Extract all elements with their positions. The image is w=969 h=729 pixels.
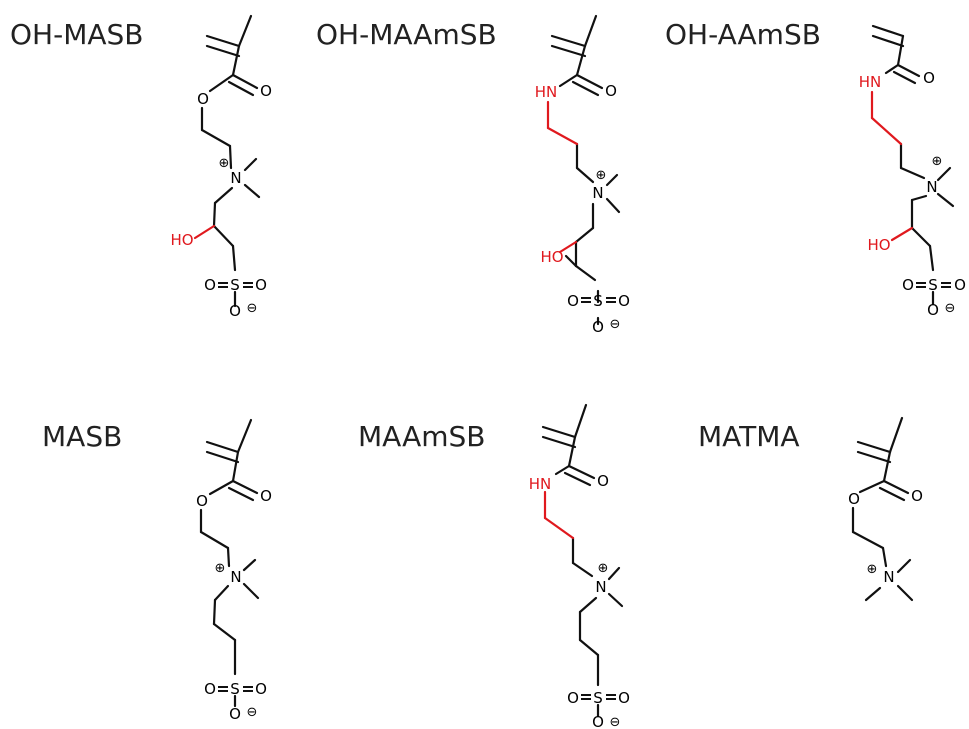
ammonium-nitrogen-label: N: [592, 184, 603, 202]
ammonium-nitrogen-label: N: [883, 568, 894, 586]
sulfonate-oxygen-bottom-label: O: [229, 705, 241, 723]
negative-charge-icon: ⊖: [247, 705, 258, 720]
sulfonate-oxygen-right-label: O: [255, 276, 267, 294]
hydroxyl-bond: [193, 224, 216, 240]
amide-nh-label: HN: [859, 73, 882, 91]
carbonyl-oxygen-label: O: [923, 69, 935, 87]
molecule-oh-masb: OH-MASB O O N ⊕: [10, 14, 272, 320]
sulfonate-oxygen-bottom-label: O: [229, 302, 241, 320]
ester-oxygen-label: O: [848, 490, 860, 508]
positive-charge-icon: ⊕: [932, 154, 943, 169]
carbonyl-oxygen-label: O: [911, 487, 923, 505]
carbonyl-oxygen-label: O: [260, 82, 272, 100]
ammonium-nitrogen-label: N: [926, 178, 937, 196]
sulfonate-oxygen-left-label: O: [567, 292, 579, 310]
ester-oxygen-label: O: [197, 90, 209, 108]
amide-nh-label: HN: [535, 83, 558, 101]
molecule-masb: MASB O O N ⊕ S: [42, 418, 272, 723]
sulfur-label: S: [230, 276, 240, 294]
sulfur-label: S: [928, 276, 938, 294]
sulfonate-oxygen-left-label: O: [204, 276, 216, 294]
negative-charge-icon: ⊖: [610, 317, 621, 332]
amide-bonds: [546, 100, 579, 268]
molecule-name: MAAmSB: [358, 420, 486, 453]
amide-bonds: [543, 490, 575, 540]
hydroxyl-label: HO: [540, 248, 563, 266]
sulfonate-oxygen-right-label: O: [618, 292, 630, 310]
ester-oxygen-label: O: [196, 492, 208, 510]
ammonium-nitrogen-label: N: [230, 568, 241, 586]
positive-charge-icon: ⊕: [219, 156, 230, 171]
bond-skeleton: [851, 416, 914, 602]
bond-skeleton: [199, 418, 260, 708]
negative-charge-icon: ⊖: [610, 715, 621, 729]
amide-nh-label: HN: [529, 475, 552, 493]
hydroxyl-label: HO: [170, 231, 193, 249]
carbonyl-oxygen-label: O: [260, 487, 272, 505]
bond-skeleton: [871, 24, 955, 306]
negative-charge-icon: ⊖: [945, 301, 956, 316]
molecule-maamsb: MAAmSB HN O: [358, 403, 630, 729]
molecule-oh-aamsb: OH-AAmSB HN O: [665, 18, 966, 319]
bond-skeleton: [541, 403, 624, 718]
molecule-name: OH-AAmSB: [665, 18, 821, 51]
molecule-name: MASB: [42, 420, 122, 453]
sulfur-label: S: [593, 689, 603, 707]
sulfonate-oxygen-left-label: O: [204, 680, 216, 698]
molecule-name: OH-MAAmSB: [316, 18, 497, 51]
positive-charge-icon: ⊕: [596, 168, 607, 183]
hydroxyl-label: HO: [867, 236, 890, 254]
molecule-name: OH-MASB: [10, 18, 144, 51]
bond-skeleton: [200, 14, 261, 308]
sulfonate-oxygen-left-label: O: [902, 276, 914, 294]
carbonyl-oxygen-label: O: [597, 472, 609, 490]
negative-charge-icon: ⊖: [247, 301, 258, 316]
carbonyl-oxygen-label: O: [605, 82, 617, 100]
ammonium-nitrogen-label: N: [230, 169, 241, 187]
sulfur-label: S: [230, 680, 240, 698]
sulfonate-oxygen-bottom-label: O: [592, 318, 604, 336]
molecule-oh-maamsb: OH-MAAmSB: [316, 14, 630, 336]
sulfonate-oxygen-bottom-label: O: [927, 301, 939, 319]
sulfonate-oxygen-right-label: O: [255, 680, 267, 698]
sulfur-label: S: [593, 292, 603, 310]
molecule-name: MATMA: [698, 420, 800, 453]
sulfonate-oxygen-left-label: O: [567, 689, 579, 707]
molecule-matma: MATMA O O N ⊕: [698, 416, 923, 602]
positive-charge-icon: ⊕: [867, 562, 878, 577]
sulfonate-oxygen-right-label: O: [618, 689, 630, 707]
amide-bonds: [870, 90, 914, 242]
positive-charge-icon: ⊕: [598, 561, 609, 576]
sulfonate-oxygen-bottom-label: O: [592, 713, 604, 729]
bond-skeleton: [550, 14, 621, 326]
ammonium-nitrogen-label: N: [595, 578, 606, 596]
positive-charge-icon: ⊕: [215, 561, 226, 576]
sulfonate-oxygen-right-label: O: [954, 276, 966, 294]
